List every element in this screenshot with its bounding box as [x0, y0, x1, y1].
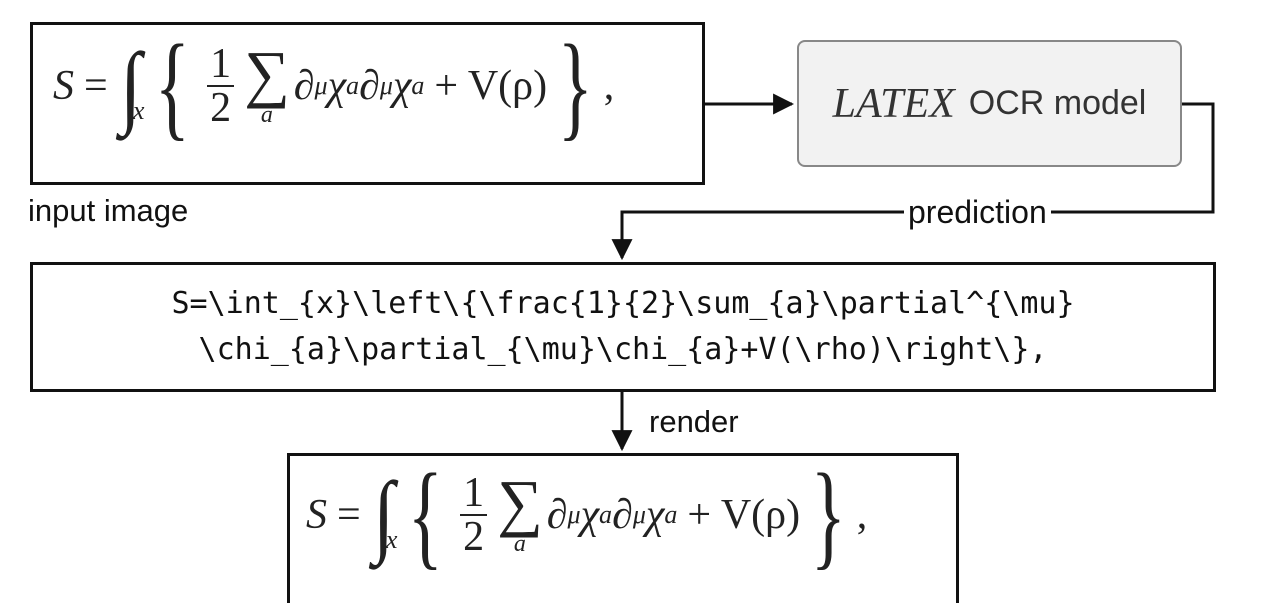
chi-2-sub: a — [411, 71, 425, 101]
chi-1: χ — [327, 63, 347, 110]
r-potential-term: + V(ρ) — [687, 492, 801, 539]
r-integral-subscript: x — [385, 525, 398, 555]
r-partial-1: ∂ — [546, 492, 568, 539]
partial-2-sub: μ — [379, 71, 393, 101]
render-label: render — [649, 404, 739, 439]
r-fraction-denominator: 2 — [463, 514, 485, 561]
arrow-model-to-code — [611, 102, 1215, 261]
latex-code-line-1: S=\int_{x}\left\{\frac{1}{2}\sum_{a}\par… — [171, 286, 1075, 321]
r-chi-2-sub: a — [664, 500, 678, 530]
latex-code-line-2: \chi_{a}\partial_{\mu}\chi_{a}+V(\rho)\r… — [198, 332, 1048, 367]
integral-subscript: x — [132, 96, 145, 126]
partial-1-sup: μ — [314, 71, 328, 101]
open-brace: { — [155, 20, 191, 151]
close-brace: } — [557, 20, 593, 151]
r-eq-lhs: S — [306, 492, 327, 539]
potential-term: + V(ρ) — [434, 63, 548, 110]
r-close-brace: } — [810, 449, 846, 580]
r-sum-subscript: a — [513, 530, 526, 557]
chi-1-sub: a — [346, 71, 360, 101]
r-chi-1: χ — [580, 492, 600, 539]
sum-sign: ∑ — [244, 38, 290, 110]
fraction-numerator: 1 — [207, 43, 235, 88]
connector-lines — [611, 93, 1215, 452]
fraction-denominator: 2 — [210, 85, 232, 132]
r-partial-2-sub: μ — [632, 500, 646, 530]
sum-subscript: a — [260, 101, 273, 128]
r-sum-operator: ∑ a — [497, 467, 543, 557]
r-open-brace: { — [408, 449, 444, 580]
trailing-comma: , — [603, 63, 615, 110]
r-partial-1-sup: μ — [567, 500, 581, 530]
r-fraction-numerator: 1 — [460, 472, 488, 517]
ocr-model-box: LATEX OCR model — [797, 40, 1182, 167]
integral-sign: ∫ — [119, 34, 142, 137]
r-eq-equals: = — [337, 492, 361, 539]
prediction-label: prediction — [904, 196, 1051, 228]
r-chi-1-sub: a — [599, 500, 613, 530]
ocr-model-label: OCR model — [968, 84, 1147, 122]
latex-code-box: S=\int_{x}\left\{\frac{1}{2}\sum_{a}\par… — [30, 262, 1216, 392]
eq-lhs: S — [53, 63, 74, 110]
r-integral-sign: ∫ — [372, 463, 395, 566]
chi-2: χ — [392, 63, 412, 110]
r-trailing-comma: , — [856, 492, 868, 539]
eq-equals: = — [84, 63, 108, 110]
r-partial-2: ∂ — [612, 492, 633, 539]
sum-operator: ∑ a — [244, 38, 290, 128]
partial-2: ∂ — [359, 63, 380, 110]
input-image-label: input image — [28, 193, 189, 228]
r-sum-sign: ∑ — [497, 467, 543, 539]
partial-1: ∂ — [293, 63, 315, 110]
latex-logo: LATEX — [832, 80, 955, 127]
r-fraction: 1 2 — [460, 472, 488, 561]
r-chi-2: χ — [645, 492, 665, 539]
fraction: 1 2 — [207, 43, 235, 132]
